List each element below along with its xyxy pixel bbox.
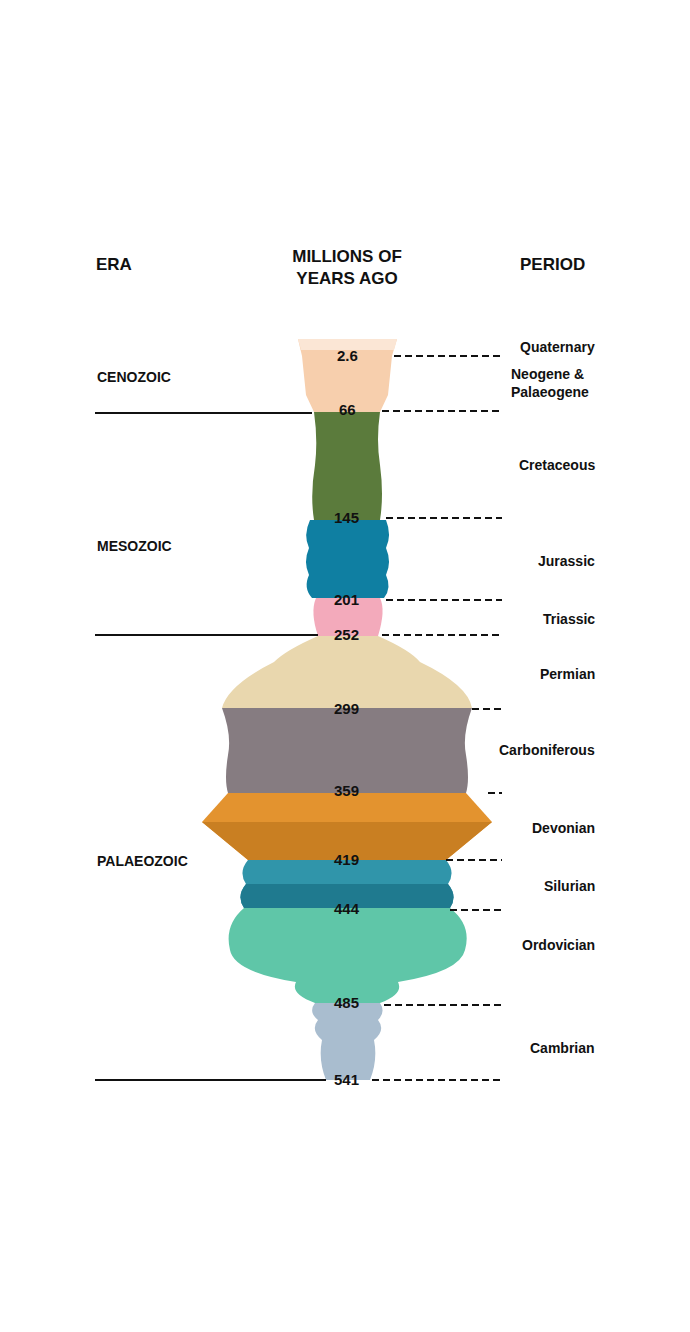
age-number: 444 (334, 899, 359, 919)
age-number: 485 (334, 993, 359, 1013)
age-number: 252 (334, 625, 359, 645)
ordovician-band (229, 908, 467, 1003)
age-number: 419 (334, 850, 359, 870)
period-name: Carboniferous (499, 741, 595, 759)
cambrian-band (312, 1003, 382, 1080)
period-lines (372, 356, 502, 1080)
age-number: 66 (339, 400, 356, 420)
era-lines (95, 413, 326, 1080)
age-number: 201 (334, 590, 359, 610)
age-number: 541 (334, 1070, 359, 1090)
period-name: Silurian (544, 877, 595, 895)
period-name: Cretaceous (519, 456, 595, 474)
column-heading: MILLIONS OF YEARS AGO (277, 246, 417, 290)
era-name: MESOZOIC (97, 537, 172, 555)
era-name: CENOZOIC (97, 368, 171, 386)
column-heading: ERA (96, 254, 132, 276)
period-name: Triassic (543, 610, 595, 628)
devonian-band (202, 793, 492, 860)
jurassic-band (306, 520, 389, 598)
period-name: Ordovician (522, 936, 595, 954)
period-name: Neogene & Palaeogene (511, 365, 603, 401)
age-number: 299 (334, 699, 359, 719)
age-number: 359 (334, 781, 359, 801)
period-name: Devonian (532, 819, 595, 837)
period-name: Permian (540, 665, 595, 683)
era-name: PALAEOZOIC (97, 852, 188, 870)
permian-band (222, 636, 472, 708)
period-name: Cambrian (530, 1039, 595, 1057)
age-number: 2.6 (337, 346, 358, 366)
age-number: 145 (334, 508, 359, 528)
period-name: Quaternary (520, 338, 595, 356)
column-heading: PERIOD (520, 254, 585, 276)
cretaceous-band (312, 412, 382, 520)
carboniferous-band (222, 708, 472, 793)
period-name: Jurassic (538, 552, 595, 570)
